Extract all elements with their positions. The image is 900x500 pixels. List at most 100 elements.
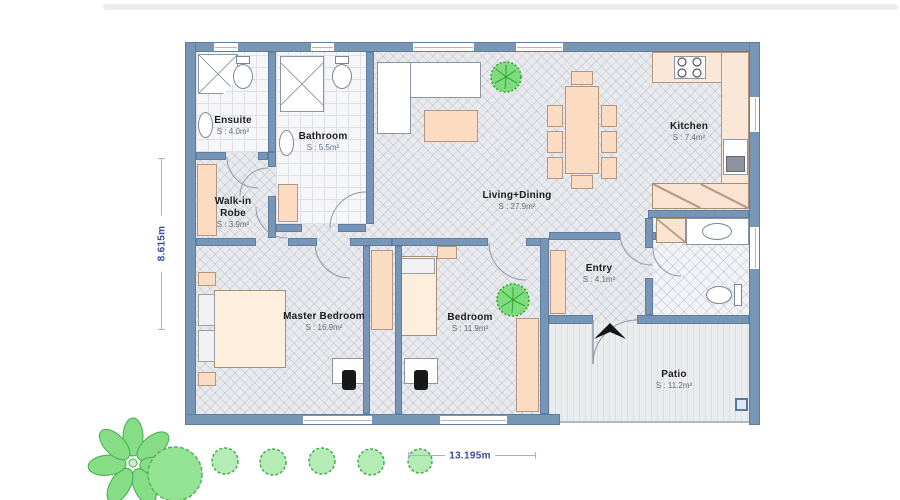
wall-segment <box>645 218 653 248</box>
wall-segment <box>268 152 276 167</box>
room-name: Master Bedroom <box>283 311 365 322</box>
wall-segment <box>276 224 302 232</box>
room-area: S : 11.9m² <box>451 324 489 333</box>
wc-cabinet <box>656 218 686 243</box>
room-area: S : 7.4m² <box>672 133 706 142</box>
wall-segment <box>288 238 317 246</box>
bush-icon <box>259 448 287 476</box>
room-name: Kitchen <box>669 121 709 132</box>
door-arc <box>226 156 259 189</box>
bush-icon <box>308 447 336 475</box>
door-arc <box>314 242 351 279</box>
room-label-living-dining: Living+Dining S : 27.9m² <box>483 190 552 212</box>
door-arc <box>329 191 367 229</box>
door-arc <box>488 242 527 281</box>
dim-tick <box>535 452 536 459</box>
dim-tick <box>408 452 409 459</box>
bush-icon <box>407 448 433 474</box>
robe-wardrobe <box>197 164 217 236</box>
bush-icon <box>211 447 239 475</box>
wall-segment <box>258 152 268 160</box>
wall-segment <box>526 238 548 246</box>
dining-chair <box>601 131 617 153</box>
room-name: Living+Dining <box>482 190 552 201</box>
dining-chair <box>547 157 563 179</box>
wc-basin-icon <box>702 223 732 240</box>
nightstand <box>198 272 216 286</box>
wall-segment <box>392 238 488 246</box>
width-dimension-label: 13.195m <box>445 450 495 462</box>
room-name: Ensuite <box>214 115 252 126</box>
dining-chair <box>547 131 563 153</box>
room-name: Patio <box>661 369 687 380</box>
bedroom-wardrobe <box>516 318 539 412</box>
room-label-ensuite: Ensuite S : 4.0m² <box>214 115 252 137</box>
dining-chair <box>571 71 593 85</box>
plant-icon <box>490 61 522 93</box>
room-label-kitchen: Kitchen S : 7.4m² <box>670 121 708 143</box>
patio-marker-icon <box>735 398 748 411</box>
window <box>440 416 507 424</box>
office-chair-icon <box>342 370 356 390</box>
kitchen-counter-right <box>721 52 749 208</box>
dining-chair <box>601 157 617 179</box>
top-divider <box>103 4 898 10</box>
patio-floor <box>549 323 749 423</box>
shower-icon <box>280 56 324 112</box>
room-name: Bedroom <box>447 312 493 323</box>
wall-segment <box>648 210 749 218</box>
window <box>303 416 372 424</box>
room-area: S : 4.0m² <box>216 127 250 136</box>
room-label-bathroom: Bathroom S : 5.5m² <box>299 131 348 153</box>
plant-icon <box>496 283 530 317</box>
door-arc <box>619 232 653 266</box>
bathroom-cabinet <box>278 184 298 222</box>
room-label-walkin-robe: Walk-in Robe S : 3.9m² <box>203 196 263 230</box>
window <box>413 43 474 51</box>
room-area: S : 5.5m² <box>306 143 340 152</box>
room-name: Bathroom <box>298 131 348 142</box>
entry-cabinet <box>550 250 566 314</box>
office-chair-icon <box>414 370 428 390</box>
sofa-chaise <box>377 62 411 134</box>
room-area: S : 27.9m² <box>498 202 536 211</box>
pillow <box>198 330 215 362</box>
wc-toilet-icon <box>706 286 732 304</box>
sink-bowl <box>726 156 745 172</box>
bathroom-toilet-icon <box>332 64 352 89</box>
wall-segment <box>637 315 749 324</box>
wc-toilet-tank <box>734 284 742 306</box>
wall-segment <box>366 52 374 224</box>
height-dimension-label: 8.615m <box>156 215 168 272</box>
dining-chair <box>571 175 593 189</box>
room-label-patio: Patio S : 11.2m² <box>656 369 692 391</box>
coffee-table <box>424 110 478 142</box>
dining-chair <box>601 105 617 127</box>
window <box>750 97 759 132</box>
wall-segment <box>185 42 196 425</box>
wall-segment <box>196 152 226 160</box>
ensuite-basin-icon <box>198 112 213 138</box>
tree-icon <box>87 417 203 500</box>
double-bed <box>214 290 286 368</box>
room-area: S : 16.9m² <box>305 323 343 332</box>
front-door-arc <box>592 319 638 365</box>
dining-chair <box>547 105 563 127</box>
nightstand <box>437 246 457 259</box>
wall-segment <box>268 52 276 152</box>
nightstand <box>198 372 216 386</box>
room-area: S : 11.2m² <box>655 381 693 390</box>
cooktop-icon <box>674 56 706 79</box>
window <box>214 43 238 51</box>
bush-icon <box>147 446 203 500</box>
master-wardrobe <box>371 250 393 330</box>
window <box>311 43 334 51</box>
room-area: S : 4.1m² <box>582 275 616 284</box>
wall-segment <box>363 246 370 414</box>
room-label-entry: Entry S : 4.1m² <box>583 263 615 285</box>
wall-segment <box>549 232 620 240</box>
room-name: Walk-in Robe <box>214 196 252 219</box>
door-arc <box>239 167 269 197</box>
door-arc <box>652 247 682 277</box>
